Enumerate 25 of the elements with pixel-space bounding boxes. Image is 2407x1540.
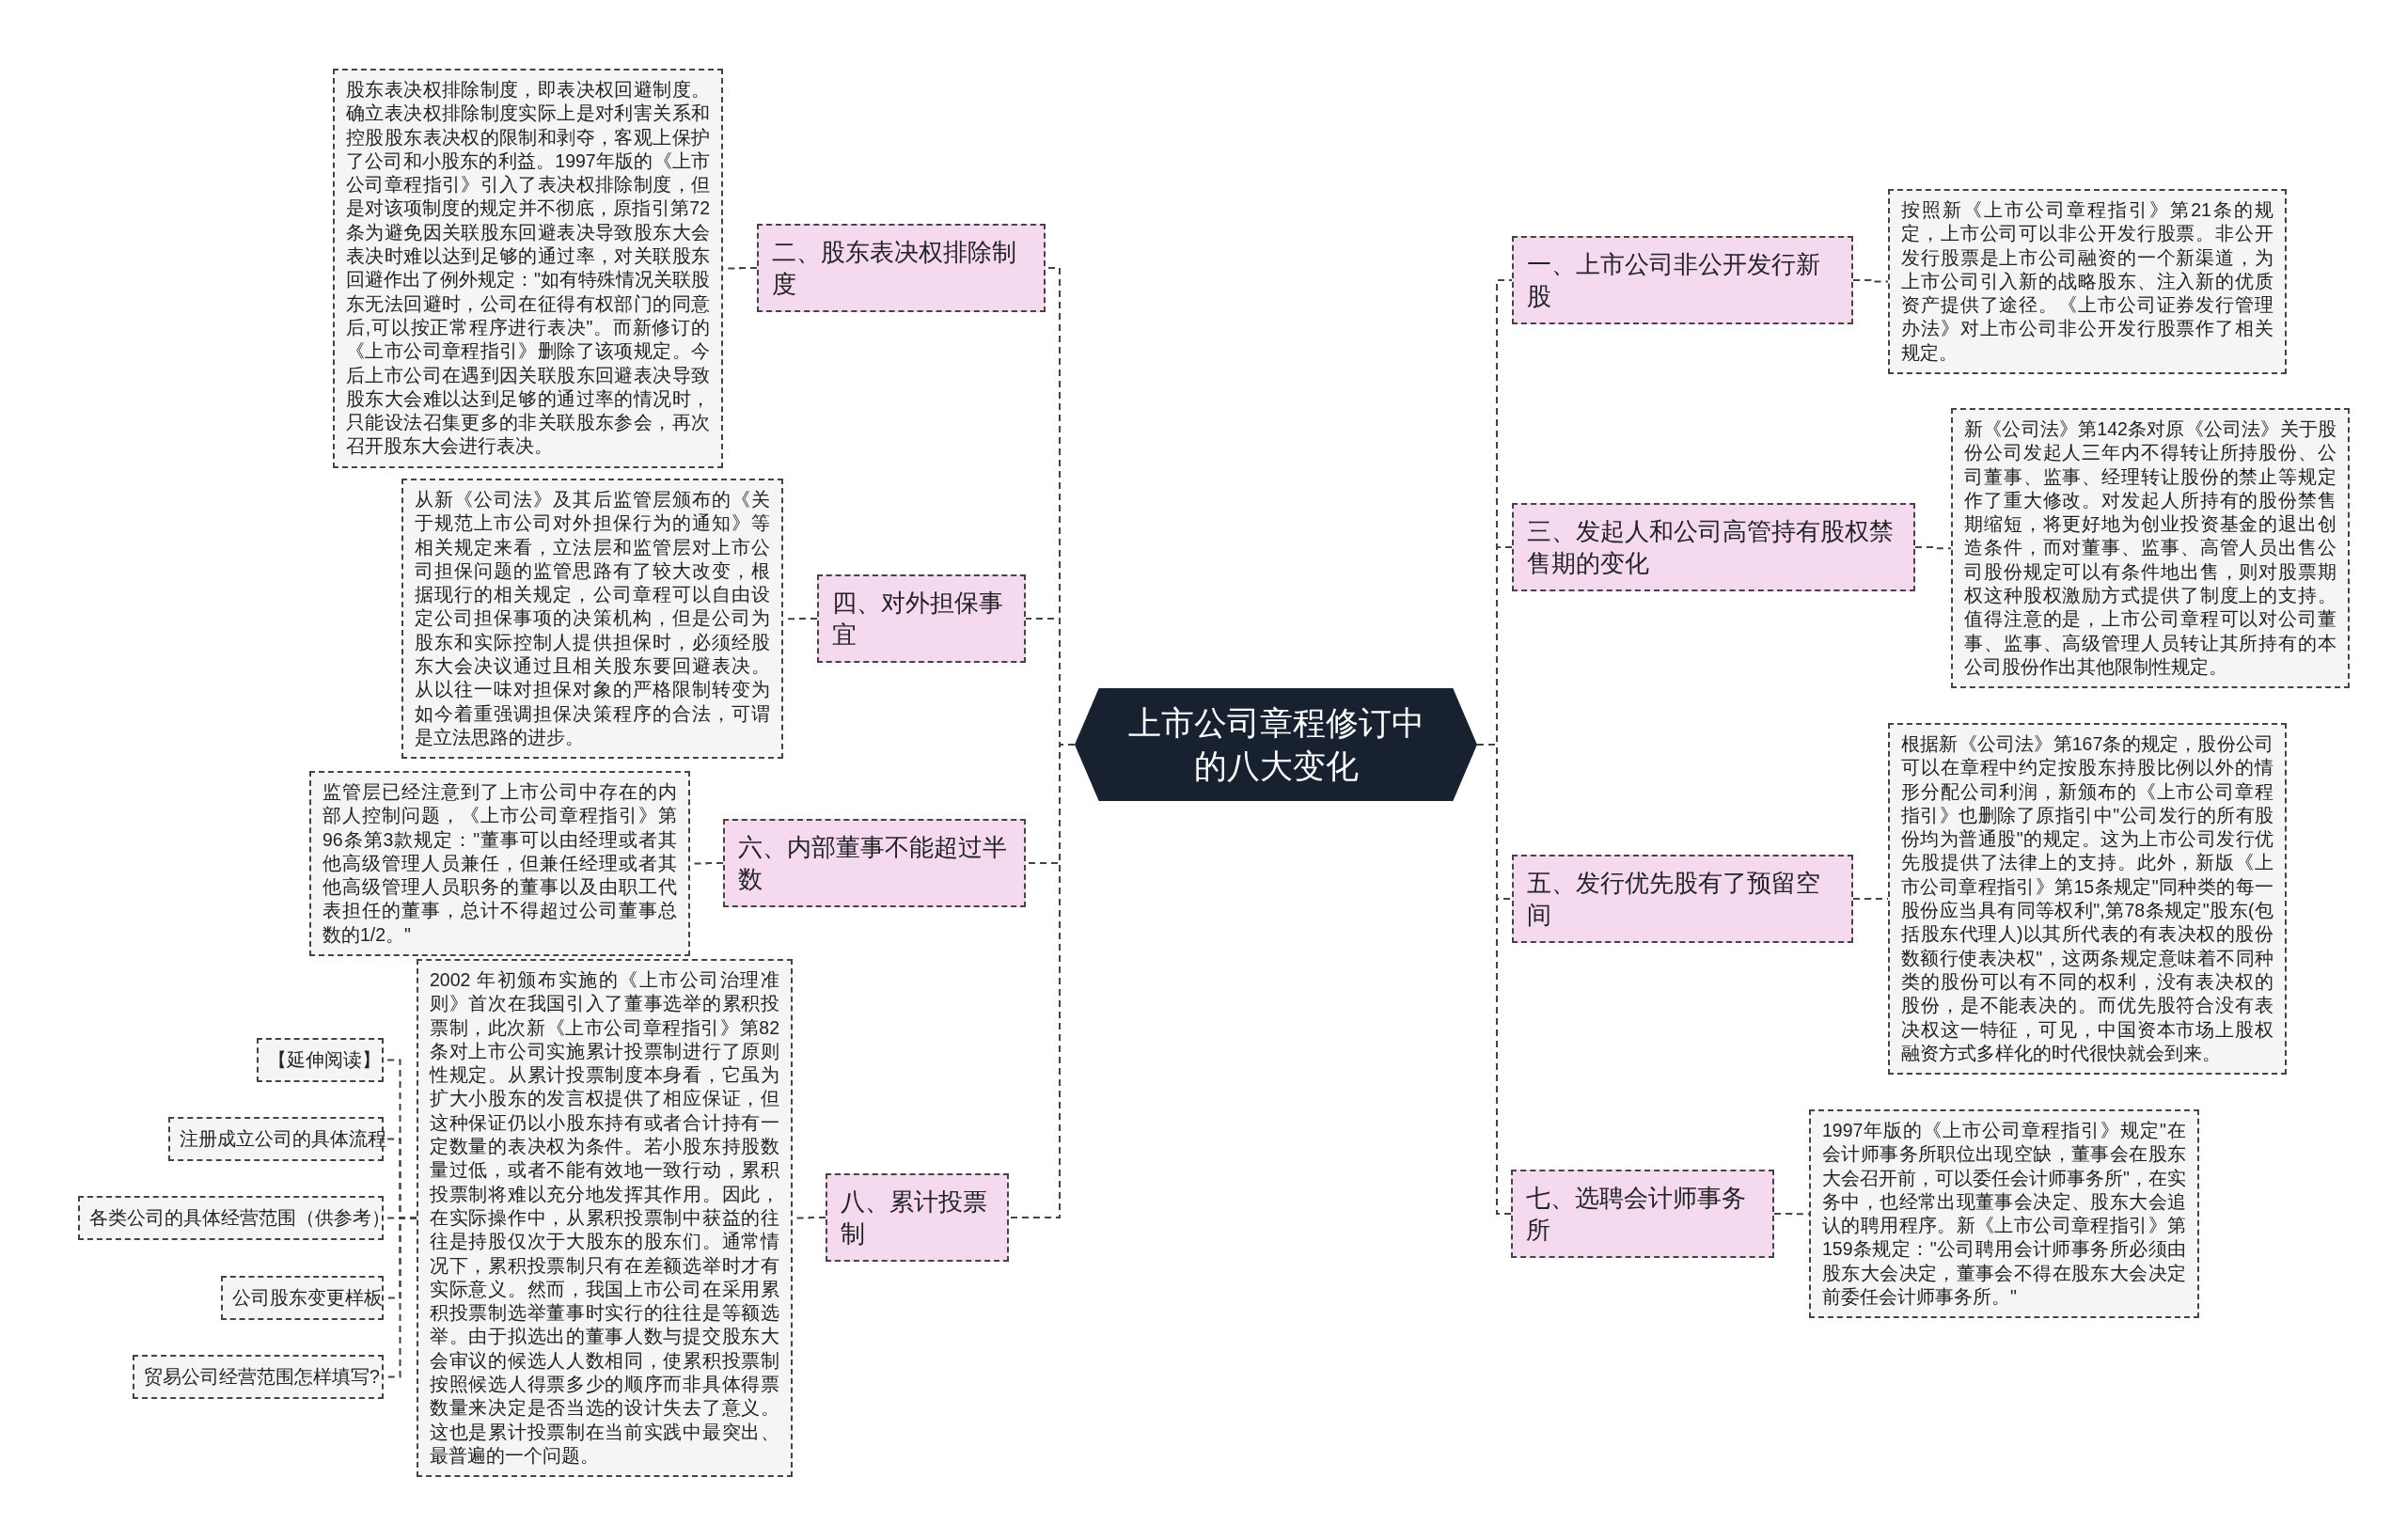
note-box: 监管层已经注意到了上市公司中存在的内部人控制问题，《上市公司章程指引》第96条第3款规定："董事可以由经理或者其他高级管理人员兼任，但兼任经理或者其他高级管理人员职务的董事以及由职工代表担任的董事，总计不得超过公司董事总数的1/2。" (309, 771, 690, 957)
connector-line (1852, 898, 1889, 901)
topic-box: 五、发行优先股有了预留空间 (1512, 855, 1853, 943)
topic-box: 四、对外担保事宜 (817, 574, 1026, 663)
note-box: 从新《公司法》及其后监管层颁布的《关于规范上市公司对外担保行为的通知》等相关规定来看，立法层和监管层对上市公司担保问题的监管思路有了较大改变，根据现行的相关规定，公司章程可以自由设定公司担保事项的决策机构，但是公司为股东和实际控制人提供担保时，必须经股东大会决议通过且相关股东要回避表决。从以往一味对担保对象的严格限制转变为如今着重强调担保决策程序的合法，可谓是立法思路的进步。 (401, 479, 783, 760)
note-box: 1997年版的《上市公司章程指引》规定"在会计师事务所职位出现空缺，董事会在股东大会召开前，可以委任会计师事务所"，在实务中，也经常出现董事会决定、股东大会追认的聘用程序。新《上市公司章程指引》第159条规定："公司聘用会计师事务所必须由股东大会决定，董事会不得在股东大会决定前委任会计师事务所。" (1809, 1109, 2199, 1319)
topic-box: 六、内部董事不能超过半数 (723, 819, 1026, 907)
note-box: 新《公司法》第142条对原《公司法》关于股份公司发起人三年内不得转让所持股份、公司董事、监事、经理转让股份的禁止等规定作了重大修改。对发起人所持有的股份禁售期缩短，将更好地为创业投资基金的退出创造条件，而对董事、监事、高管人员出售公司股份规定可以有条件地出售，则对股票期权这种股权激励方式提供了制度上的支持。值得注意的是，上市公司章程可以对公司董事、监事、高级管理人员转让其所持有的本公司股份作出其他限制性规定。 (1951, 408, 2350, 689)
topic-box: 一、上市公司非公开发行新股 (1512, 236, 1853, 324)
note-box: 按照新《上市公司章程指引》第21条的规定，上市公司可以非公开发行股票。非公开发行股票是上市公司融资的一个新渠道，为上市公司引入新的战略股东、注入新的优质资产提供了途径。《上市公司证券发行管理办法》对上市公司非公开发行股票作了相关规定。 (1888, 189, 2287, 375)
link-box: 公司股东变更样板 (221, 1276, 384, 1320)
topic-box: 二、股东表决权排除制度 (757, 224, 1046, 312)
link-box: 贸易公司经营范围怎样填写? (133, 1355, 384, 1399)
link-box: 【延伸阅读】 (257, 1038, 384, 1082)
link-box: 各类公司的具体经营范围（供参考） (78, 1196, 384, 1240)
note-box: 根据新《公司法》第167条的规定，股份公司可以在章程中约定按股东持股比例以外的情形分配公司利润，新颁布的《上市公司章程指引》也删除了原指引中"公司发行的所有股份均为普通股"的规定。这为上市公司发行优先股提供了法律上的支持。此外，新版《上市公司章程指引》第15条规定"同种类的每一股份应当具有同等权利",第78条规定"股东(包括股东代理人)以其所代表的有表决权的股份数额行使表决权"，这两条规定意味着不同种类的股份可以有不同的权利，没有表决权的股份，是不能表决的。而优先股符合没有表决权这一特征，可见，中国资本市场上股权融资方式多样化的时代很快就会到来。 (1888, 723, 2287, 1076)
topic-box: 八、累计投票制 (826, 1173, 1009, 1262)
connector-line (1773, 1213, 1810, 1216)
connector-line (1914, 546, 1952, 550)
title-hexagon: 上市公司章程修订中的八大变化 (1075, 688, 1477, 801)
note-box: 2002 年初颁布实施的《上市公司治理准则》首次在我国引入了董事选举的累积投票制，此次新《上市公司章程指引》第82条对上市公司实施累计投票制进行了原则性规定。从累计投票制度本身看，它虽为扩大小股东的发言权提供了相应保证，但这种保证仍以小股东持有或者合计持有一定数量的表决权为条件。若小股东持股数量过低，或者不能有效地一致行动，累积投票制将难以充分地发挥其作用。因此，在实际操作中，从累积投票制中获益的往往是持股仅次于大股东的股东们。通常情况下，累积投票制只有在差额选举时才有实际意义。然而，我国上市公司在采用累积投票制选举董事时实行的往往是等额选举。由于拟选出的董事人数与提交股东大会审议的候选人人数相同，使累积投票制按照候选人得票多少的顺序而非具体得票数量来决定是否当选的设计失去了意义。这也是累计投票制在当前实践中最突出、最普遍的一个问题。 (417, 959, 793, 1478)
topic-box: 三、发起人和公司高管持有股权禁售期的变化 (1512, 503, 1915, 591)
connector-line (1852, 279, 1889, 283)
note-box: 股东表决权排除制度，即表决权回避制度。确立表决权排除制度实际上是对利害关系和控股股东表决权的限制和剥夺，客观上保护了公司和小股东的利益。1997年版的《上市公司章程指引》引入了表决权排除制度，但是对该项制度的规定并不彻底，原指引第72条为避免因关联股东回避表决导致股东大会表决时难以达到足够的通过率，对关联股东回避作出了例外规定："如有特殊情况关联股东无法回避时，公司在征得有权部门的同意后,可以按正常程序进行表决"。而新修订的《上市公司章程指引》删除了该项规定。今后上市公司在遇到因关联股东回避表决导致股东大会难以达到足够的通过率的情况时，只能设法召集更多的非关联股东参会，再次召开股东大会进行表决。 (333, 69, 723, 468)
topic-box: 七、选聘会计师事务所 (1511, 1170, 1774, 1258)
